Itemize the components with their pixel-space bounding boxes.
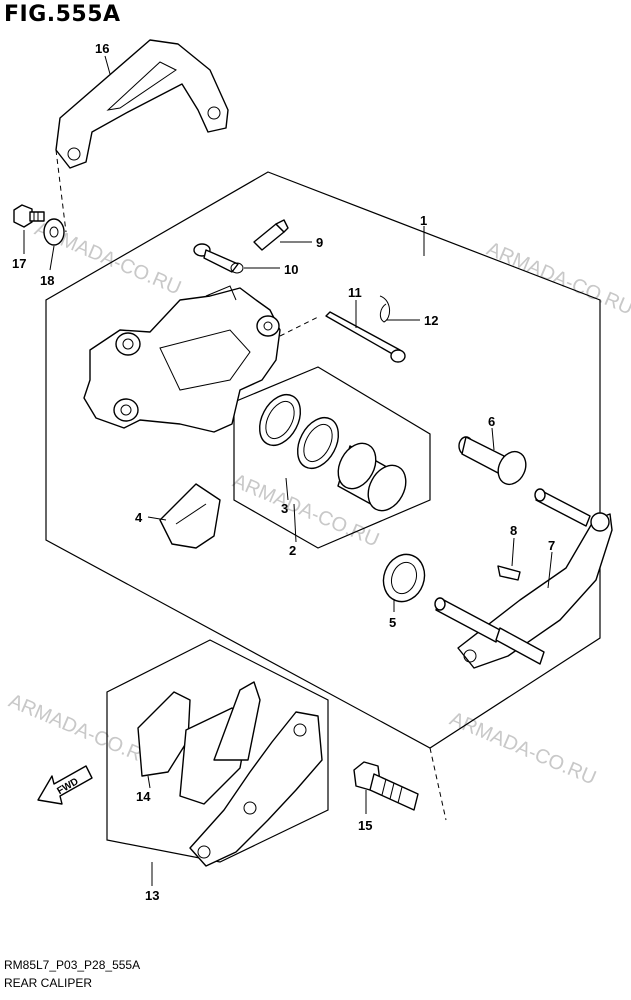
callout-3: 3 bbox=[281, 501, 288, 516]
callout-6: 6 bbox=[488, 414, 495, 429]
caliper-bracket bbox=[55, 39, 229, 169]
pin-clip bbox=[379, 295, 390, 323]
bracket-washer bbox=[43, 218, 65, 246]
pad-pin bbox=[325, 311, 406, 363]
callout-5: 5 bbox=[389, 615, 396, 630]
figure-name: REAR CALIPER bbox=[4, 976, 93, 990]
bleeder-cap bbox=[193, 243, 244, 274]
callout-2: 2 bbox=[289, 543, 296, 558]
callout-7: 7 bbox=[548, 538, 555, 553]
figure-title: FIG.555A bbox=[4, 2, 121, 27]
pad-set-frame bbox=[106, 639, 329, 863]
figure-code: RM85L7_P03_P28_555A bbox=[4, 958, 141, 972]
callout-18: 18 bbox=[40, 273, 54, 288]
piston-boot bbox=[382, 553, 426, 603]
pad-backing-plate bbox=[189, 711, 323, 867]
caliper-piston bbox=[337, 442, 407, 512]
callout-9: 9 bbox=[316, 235, 323, 250]
bracket-bolt bbox=[13, 204, 45, 228]
fwd-label: FWD bbox=[55, 776, 80, 797]
callout-11: 11 bbox=[348, 285, 362, 300]
callout-13: 13 bbox=[145, 888, 159, 903]
caliper-body bbox=[83, 285, 281, 433]
callout-15: 15 bbox=[358, 818, 372, 833]
forward-arrow-icon: FWD bbox=[37, 765, 93, 805]
mounting-bolt bbox=[353, 761, 419, 811]
piston-group-frame bbox=[233, 366, 431, 549]
support-clip bbox=[497, 565, 521, 581]
bleeder-valve bbox=[253, 219, 289, 251]
bracket-guide-line bbox=[55, 149, 67, 233]
pin-guide-line bbox=[279, 315, 321, 337]
callout-14: 14 bbox=[136, 789, 151, 804]
leader-lines bbox=[23, 55, 553, 886]
callout-10: 10 bbox=[284, 262, 298, 277]
caliper-support-plate bbox=[434, 488, 613, 669]
callout-17: 17 bbox=[12, 256, 26, 271]
bolt-guide-line bbox=[429, 747, 447, 821]
brake-pads bbox=[137, 681, 261, 805]
callout-4: 4 bbox=[135, 510, 143, 525]
callout-8: 8 bbox=[510, 523, 517, 538]
piston-seals bbox=[258, 394, 340, 469]
callout-1: 1 bbox=[420, 213, 427, 228]
pad-spring bbox=[159, 483, 221, 549]
callout-12: 12 bbox=[424, 313, 438, 328]
slide-pin-boot bbox=[458, 436, 527, 486]
callout-16: 16 bbox=[95, 41, 109, 56]
